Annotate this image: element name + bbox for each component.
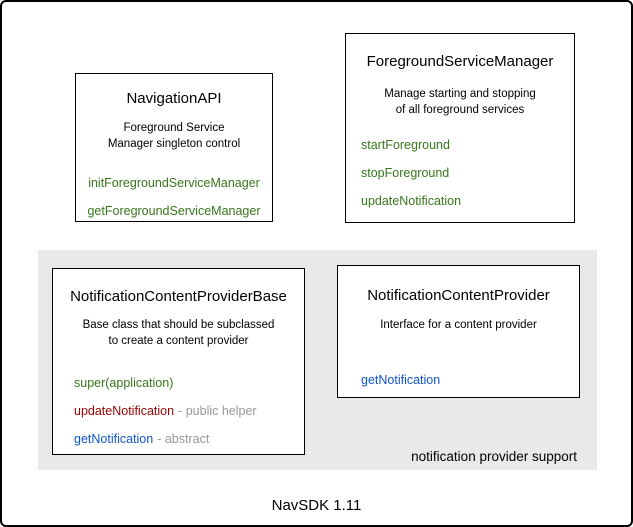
class-description: Foreground Service Manager singleton con… <box>76 120 272 152</box>
method-getforegroundservicemanager: getForegroundServiceManager <box>87 204 261 218</box>
method-note: - abstract <box>157 432 210 446</box>
method-updatenotification: updateNotification <box>361 194 462 208</box>
class-box-notification-content-provider: NotificationContentProvider Interface fo… <box>337 265 580 398</box>
method-initforegroundservicemanager: initForegroundServiceManager <box>88 176 260 190</box>
method-list: getNotification <box>338 373 579 387</box>
class-box-foreground-service-manager: ForegroundServiceManager Manage starting… <box>345 33 575 223</box>
group-label: notification provider support <box>411 449 577 464</box>
method-name: super(application) <box>74 376 174 390</box>
method-list: startForeground stopForeground updateNot… <box>346 138 574 208</box>
method-stopforeground: stopForeground <box>361 166 450 180</box>
method-startforeground: startForeground <box>361 138 450 152</box>
sdk-version-label: NavSDK 1.11 <box>271 497 362 514</box>
description-line: of all foreground services <box>395 104 525 116</box>
method-note: - public helper <box>178 404 257 418</box>
class-title: ForegroundServiceManager <box>366 53 554 70</box>
method-getnotification: getNotification <box>361 373 441 387</box>
description-line: Manager singleton control <box>107 138 241 150</box>
class-description: Manage starting and stopping of all fore… <box>346 86 574 118</box>
description-line: Interface for a content provider <box>380 319 537 331</box>
method-list: initForegroundServiceManager getForegrou… <box>76 176 272 218</box>
method-name: getNotification <box>74 432 154 446</box>
class-box-notification-content-provider-base: NotificationContentProviderBase Base cla… <box>52 268 305 455</box>
description-line: Base class that should be subclassed <box>82 319 275 331</box>
description-line: Manage starting and stopping <box>384 88 536 100</box>
description-line: Foreground Service <box>123 122 225 134</box>
method-super-application: super(application) <box>74 376 304 390</box>
method-getnotification: getNotification- abstract <box>74 432 304 446</box>
class-title: NotificationContentProviderBase <box>70 288 287 305</box>
method-updatenotification: updateNotification- public helper <box>74 404 304 418</box>
class-box-navigation-api: NavigationAPI Foreground Service Manager… <box>75 73 273 222</box>
class-description: Interface for a content provider <box>338 317 579 333</box>
method-list: super(application) updateNotification- p… <box>53 376 304 446</box>
description-line: to create a content provider <box>108 335 249 347</box>
class-title: NotificationContentProvider <box>367 287 550 304</box>
method-name: updateNotification <box>74 404 175 418</box>
class-description: Base class that should be subclassed to … <box>53 317 304 349</box>
class-title: NavigationAPI <box>126 90 222 107</box>
